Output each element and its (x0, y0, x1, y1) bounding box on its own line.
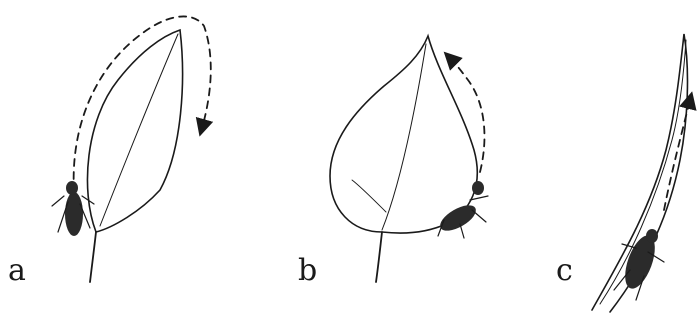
panel-label-c: c (556, 256, 573, 286)
panel-label-a: a (8, 256, 26, 286)
flight-path-b-arrow (450, 58, 484, 172)
panel-a-drawing (52, 16, 211, 282)
wasp-c-icon (614, 229, 664, 300)
leaf-a-stem (90, 232, 96, 282)
panel-c-drawing (592, 34, 690, 312)
panel-b-drawing (330, 36, 488, 282)
leaf-a-outline (87, 30, 182, 232)
leaf-b-vein (352, 180, 386, 212)
wasp-b-icon (436, 181, 488, 238)
leaf-b-outline (330, 36, 477, 233)
flight-path-a-arrow (74, 16, 211, 192)
leaf-b-midrib (382, 44, 426, 230)
leaf-b-stem (376, 232, 382, 282)
panel-label-b: b (298, 256, 317, 286)
